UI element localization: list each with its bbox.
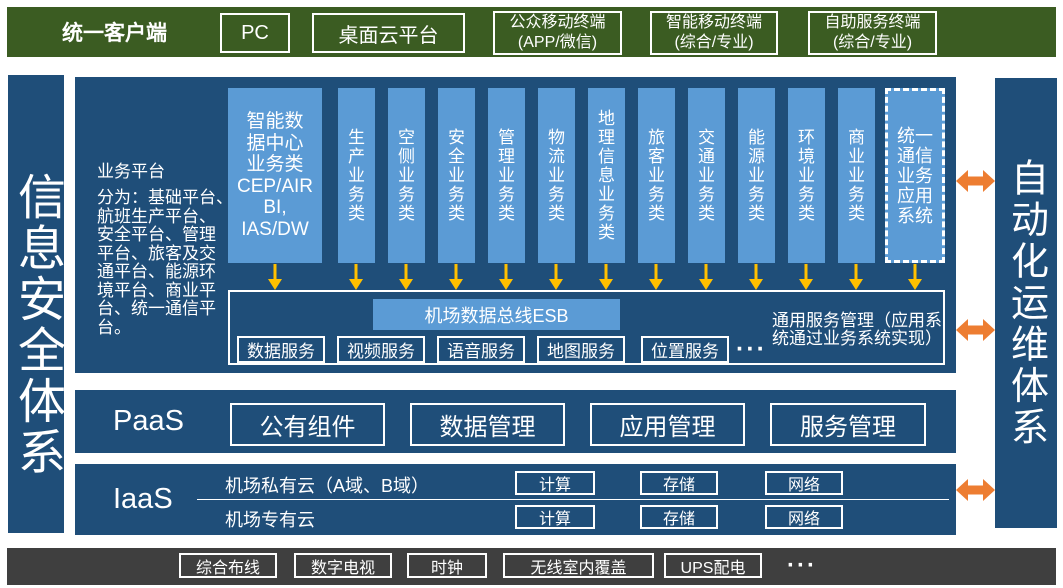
paas-label: PaaS — [113, 405, 184, 437]
column-commerce: 商业业务类 — [838, 88, 875, 263]
bottom-infrastructure-bar: 综合布线 数字电视 时钟 无线室内覆盖 UPS配电 ··· — [7, 548, 1056, 585]
column-smart-data-center: 智能数 据中心 业务类 CEP/AIR BI, IAS/DW — [228, 88, 322, 263]
esb-bus: 机场数据总线ESB — [373, 299, 620, 330]
service-box-video: 视频服务 — [337, 336, 425, 363]
right-ops-bar: 自动化运维体系 — [995, 78, 1057, 528]
down-arrow — [699, 264, 713, 290]
down-arrow — [749, 264, 763, 290]
right-ops-bar-label: 自动化运维体系 — [1004, 157, 1047, 449]
bottom-box-digital-tv: 数字电视 — [294, 553, 392, 578]
business-note-title: 业务平台 — [97, 162, 165, 181]
services-ellipsis: ··· — [736, 335, 767, 363]
down-arrow — [268, 264, 282, 290]
paas-box-service-management: 服务管理 — [770, 403, 926, 446]
client-box-pc: PC — [220, 13, 290, 53]
column-unified-comms: 统一 通信 业务 应用 系统 — [885, 88, 945, 263]
exchange-arrow — [956, 319, 995, 341]
iaas-dedicated-storage: 存储 — [640, 505, 718, 529]
services-subpanel: 机场数据总线ESB 数据服务 视频服务 语音服务 地图服务 位置服务 ··· 通… — [228, 290, 945, 365]
column-production: 生产业务类 — [338, 88, 375, 263]
service-note: 通用服务管理（应用系 统通过业务系统实现） — [772, 311, 942, 348]
iaas-private-network: 网络 — [765, 471, 843, 495]
business-note-body: 分为：基础平台、 航班生产平台、 安全平台、管理 平台、旅客及交 通平台、能源环… — [97, 188, 233, 337]
business-platform-panel: 业务平台 分为：基础平台、 航班生产平台、 安全平台、管理 平台、旅客及交 通平… — [75, 77, 956, 373]
client-box-public-mobile: 公众移动终端 (APP/微信) — [493, 11, 622, 55]
iaas-dedicated-compute: 计算 — [515, 505, 595, 529]
paas-box-data-management: 数据管理 — [410, 403, 565, 446]
left-security-bar-label: 信息安全体系 — [10, 172, 63, 478]
bottom-ellipsis: ··· — [787, 551, 817, 579]
down-arrow — [549, 264, 563, 290]
down-arrow — [649, 264, 663, 290]
column-traffic: 交通业务类 — [688, 88, 725, 263]
down-arrow — [349, 264, 363, 290]
iaas-panel: IaaS 机场私有云（A域、B域） 计算 存储 网络 机场专有云 计算 存储 网… — [75, 464, 956, 535]
iaas-divider — [197, 499, 949, 500]
down-arrow — [908, 264, 922, 290]
iaas-private-cloud-label: 机场私有云（A域、B域） — [225, 476, 430, 496]
column-logistics: 物流业务类 — [538, 88, 575, 263]
bottom-box-clock: 时钟 — [407, 553, 487, 578]
iaas-private-storage: 存储 — [640, 471, 718, 495]
client-box-self-service: 自助服务终端 (综合/专业) — [808, 11, 937, 55]
client-box-smart-mobile: 智能移动终端 (综合/专业) — [650, 11, 778, 55]
iaas-dedicated-network: 网络 — [765, 505, 843, 529]
column-environment: 环境业务类 — [788, 88, 825, 263]
exchange-arrow — [956, 170, 995, 192]
column-energy: 能源业务类 — [738, 88, 775, 263]
down-arrow — [499, 264, 513, 290]
bottom-box-ups-power: UPS配电 — [664, 553, 762, 578]
column-management: 管理业务类 — [488, 88, 525, 263]
paas-box-shared-components: 公有组件 — [230, 403, 385, 446]
service-box-map: 地图服务 — [537, 336, 625, 363]
paas-panel: PaaS 公有组件 数据管理 应用管理 服务管理 — [75, 390, 956, 453]
column-gis: 地理信息业务类 — [588, 88, 625, 263]
iaas-private-compute: 计算 — [515, 471, 595, 495]
iaas-label: IaaS — [113, 483, 173, 515]
down-arrow — [799, 264, 813, 290]
service-box-data: 数据服务 — [237, 336, 325, 363]
bottom-box-cabling: 综合布线 — [179, 553, 277, 578]
paas-box-app-management: 应用管理 — [590, 403, 745, 446]
service-box-location: 位置服务 — [641, 336, 729, 363]
top-bar-title: 统一客户端 — [62, 22, 167, 45]
exchange-arrow — [956, 479, 995, 501]
service-box-voice: 语音服务 — [437, 336, 525, 363]
client-box-desktop-cloud: 桌面云平台 — [312, 13, 465, 53]
down-arrow — [449, 264, 463, 290]
down-arrow — [399, 264, 413, 290]
down-arrow — [599, 264, 613, 290]
column-passenger: 旅客业务类 — [638, 88, 675, 263]
bottom-box-wireless-coverage: 无线室内覆盖 — [503, 553, 654, 578]
down-arrow — [849, 264, 863, 290]
top-client-bar: 统一客户端 PC 桌面云平台 公众移动终端 (APP/微信) 智能移动终端 (综… — [7, 7, 1056, 57]
left-security-bar: 信息安全体系 — [8, 75, 64, 533]
column-airside: 空侧业务类 — [388, 88, 425, 263]
iaas-dedicated-cloud-label: 机场专有云 — [225, 510, 315, 530]
column-security: 安全业务类 — [438, 88, 475, 263]
